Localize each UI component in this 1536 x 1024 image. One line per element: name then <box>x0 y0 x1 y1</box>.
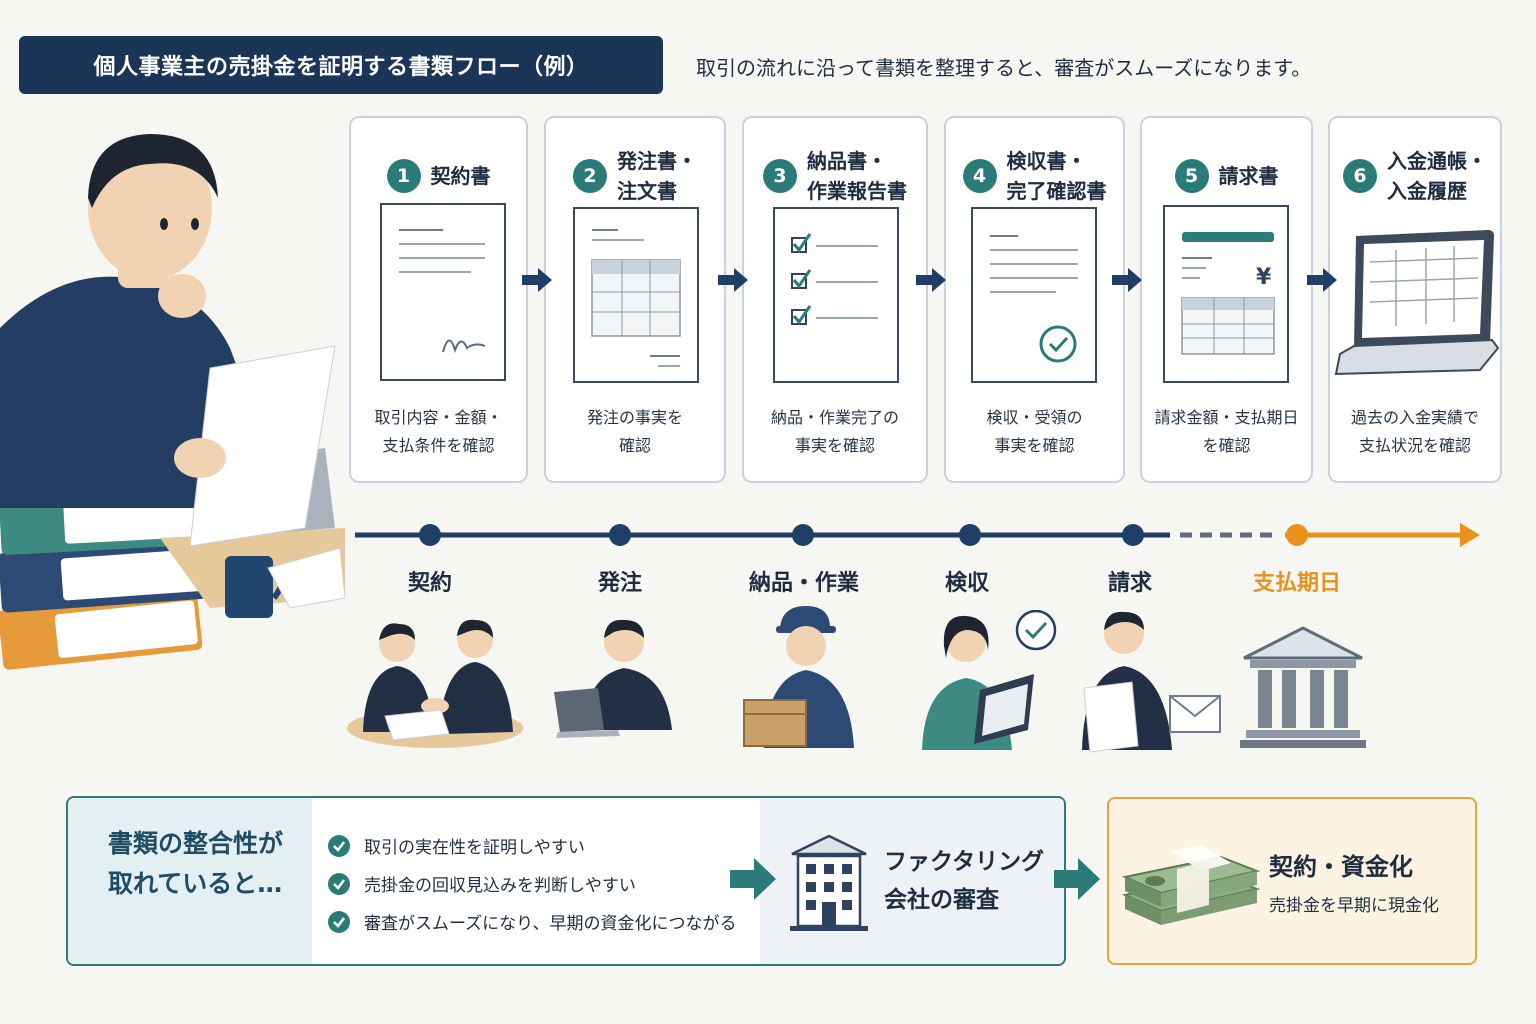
funding-result-panel: 契約・資金化 売掛金を早期に現金化 <box>1107 797 1477 965</box>
yen-symbol: ¥ <box>1256 265 1272 290</box>
step-number-badge: 4 <box>962 159 997 193</box>
check-item: 売掛金の回収見込みを判断しやすい <box>328 871 636 896</box>
step-title: 入金通帳・ 入金履歴 <box>1387 149 1487 203</box>
check-item-text: 取引の実在性を証明しやすい <box>364 838 585 858</box>
page-title: 個人事業主の売掛金を証明する書類フロー（例） <box>19 36 663 94</box>
step-card-4: 4 検収書・ 完了確認書 検収・受領の 事実を確認 <box>944 116 1125 483</box>
factoring-review-text: ファクタリング 会社の審査 <box>884 849 1045 913</box>
step-card-5: 5 請求書 ¥ 請求金額・支払期日 を確認 <box>1140 116 1313 483</box>
page-subtitle: 取引の流れに沿って書類を整理すると、審査がスムーズになります。 <box>696 56 1312 80</box>
person-invoice-envelope-icon <box>1082 611 1221 753</box>
cash-stack-icon <box>1121 845 1261 925</box>
step-number-badge: 1 <box>386 159 421 193</box>
step-card-1: 1 契約書 取引内容・金額・ 支払条件を確認 <box>349 116 528 483</box>
check-item: 取引の実在性を証明しやすい <box>328 833 585 858</box>
arrow-right-icon <box>1307 268 1337 292</box>
step-title: 発注書・ 注文書 <box>617 149 697 203</box>
step-title: 納品書・ 作業報告書 <box>807 149 907 203</box>
step-title: 請求書 <box>1218 164 1279 188</box>
inspector-clipboard-icon <box>922 610 1057 750</box>
final-subtitle: 売掛金を早期に現金化 <box>1269 896 1439 916</box>
step-title: 検収書・ 完了確認書 <box>1006 149 1107 203</box>
step-number-badge: 6 <box>1343 159 1377 193</box>
arrow-right-icon <box>522 268 552 292</box>
office-building-icon <box>790 834 868 931</box>
step-description: 発注の事実を 確認 <box>586 408 683 455</box>
timeline-label-delivery: 納品・作業 <box>748 571 860 596</box>
arrow-right-icon <box>916 268 946 292</box>
step-number-badge: 5 <box>1174 159 1209 193</box>
step-number-badge: 2 <box>573 159 607 193</box>
final-title: 契約・資金化 <box>1269 853 1413 881</box>
invoice-icon: ¥ <box>1163 205 1289 383</box>
arrow-right-icon <box>730 858 776 900</box>
check-circle-icon <box>328 910 350 933</box>
timeline <box>355 523 1480 547</box>
timeline-label-inspection: 検収 <box>944 571 990 596</box>
handshake-people-icon <box>347 619 523 748</box>
timeline-label-order: 発注 <box>597 571 643 596</box>
bank-building-icon <box>1240 626 1366 748</box>
person-laptop-icon <box>554 619 672 738</box>
delivery-checklist-icon <box>773 207 899 383</box>
step-description: 取引内容・金額・ 支払条件を確認 <box>374 408 503 455</box>
summary-lead-text: 書類の整合性が 取れていると… <box>108 829 284 898</box>
laptop-bank-history-icon <box>1334 230 1500 376</box>
contract-document-icon <box>380 203 506 381</box>
check-item-text: 売掛金の回収見込みを判断しやすい <box>364 876 636 896</box>
arrow-right-icon <box>718 268 748 292</box>
check-circle-icon <box>328 834 350 857</box>
summary-panel: 書類の整合性が 取れていると… 取引の実在性を証明しやすい 売掛金の回収見込みを… <box>66 796 1066 966</box>
timeline-label-invoice: 請求 <box>1107 571 1153 596</box>
step-description: 過去の入金実績で 支払状況を確認 <box>1350 408 1479 455</box>
timeline-label-contract: 契約 <box>407 571 453 596</box>
step-number-badge: 3 <box>763 159 797 193</box>
check-item-text: 審査がスムーズになり、早期の資金化につながる <box>364 914 737 934</box>
check-item: 審査がスムーズになり、早期の資金化につながる <box>328 909 736 934</box>
step-card-6: 6 入金通帳・ 入金履歴 過去の入金実績で 支払状況を確認 <box>1328 116 1502 483</box>
acceptance-document-icon <box>971 207 1097 383</box>
step-description: 請求金額・支払期日 を確認 <box>1154 408 1299 455</box>
arrow-right-icon <box>1054 858 1100 900</box>
step-card-2: 2 発注書・ 注文書 発注の事実を 確認 <box>544 116 726 483</box>
check-circle-icon <box>328 872 350 895</box>
step-title: 契約書 <box>430 164 491 188</box>
step-description: 検収・受領の 事実を確認 <box>986 408 1083 455</box>
purchase-order-icon <box>573 207 699 383</box>
step-card-3: 3 納品書・ 作業報告書 納品・作業完了の 事実を確認 <box>742 116 928 483</box>
summary-lead-panel: 書類の整合性が 取れていると… <box>68 798 312 964</box>
step-description: 納品・作業完了の 事実を確認 <box>770 408 899 455</box>
man-reading-illustration <box>0 134 345 670</box>
delivery-worker-icon <box>743 606 854 748</box>
arrow-right-icon <box>1112 268 1142 292</box>
timeline-label-due-date: 支払期日 <box>1252 571 1342 596</box>
